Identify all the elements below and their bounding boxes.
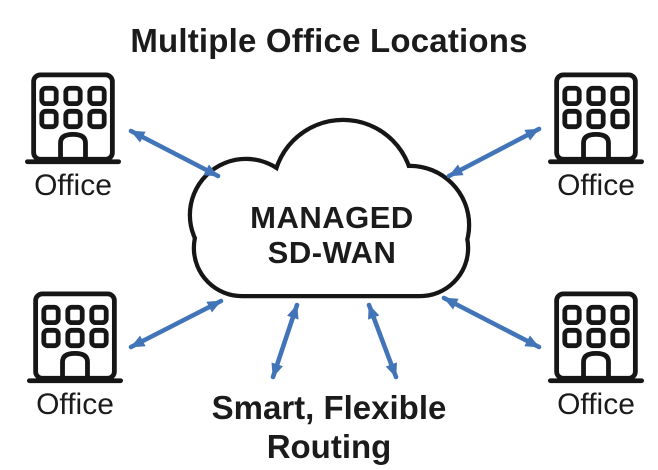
office-building-icon — [25, 71, 121, 167]
office-label-top-left: Office — [34, 169, 112, 202]
office-label-bottom-right: Office — [557, 388, 635, 421]
office-building-icon — [27, 290, 123, 386]
diagram-title: Multiple Office Locations — [130, 22, 528, 59]
arrow-cloud-routing-right — [366, 302, 399, 380]
office-label-top-right: Office — [557, 169, 635, 202]
cloud-label-line1: MANAGED — [250, 200, 414, 235]
routing-caption-line2: Routing — [266, 428, 392, 465]
arrow-cloud-office-top-right — [446, 126, 542, 179]
cloud-label-line2: SD-WAN — [267, 235, 397, 270]
arrow-cloud-office-bottom-right — [441, 295, 542, 350]
arrow-cloud-office-top-left — [128, 128, 221, 179]
arrow-cloud-office-bottom-left — [128, 298, 224, 350]
connection-arrows — [128, 126, 542, 380]
routing-caption: Smart, Flexible Routing — [0, 388, 658, 466]
arrow-cloud-routing-left — [270, 302, 300, 380]
office-building-icon — [548, 290, 644, 386]
cloud-label: MANAGED SD-WAN — [222, 200, 442, 270]
office-building-icon — [548, 71, 644, 167]
routing-caption-line1: Smart, Flexible — [211, 389, 447, 426]
office-label-bottom-left: Office — [36, 388, 114, 421]
